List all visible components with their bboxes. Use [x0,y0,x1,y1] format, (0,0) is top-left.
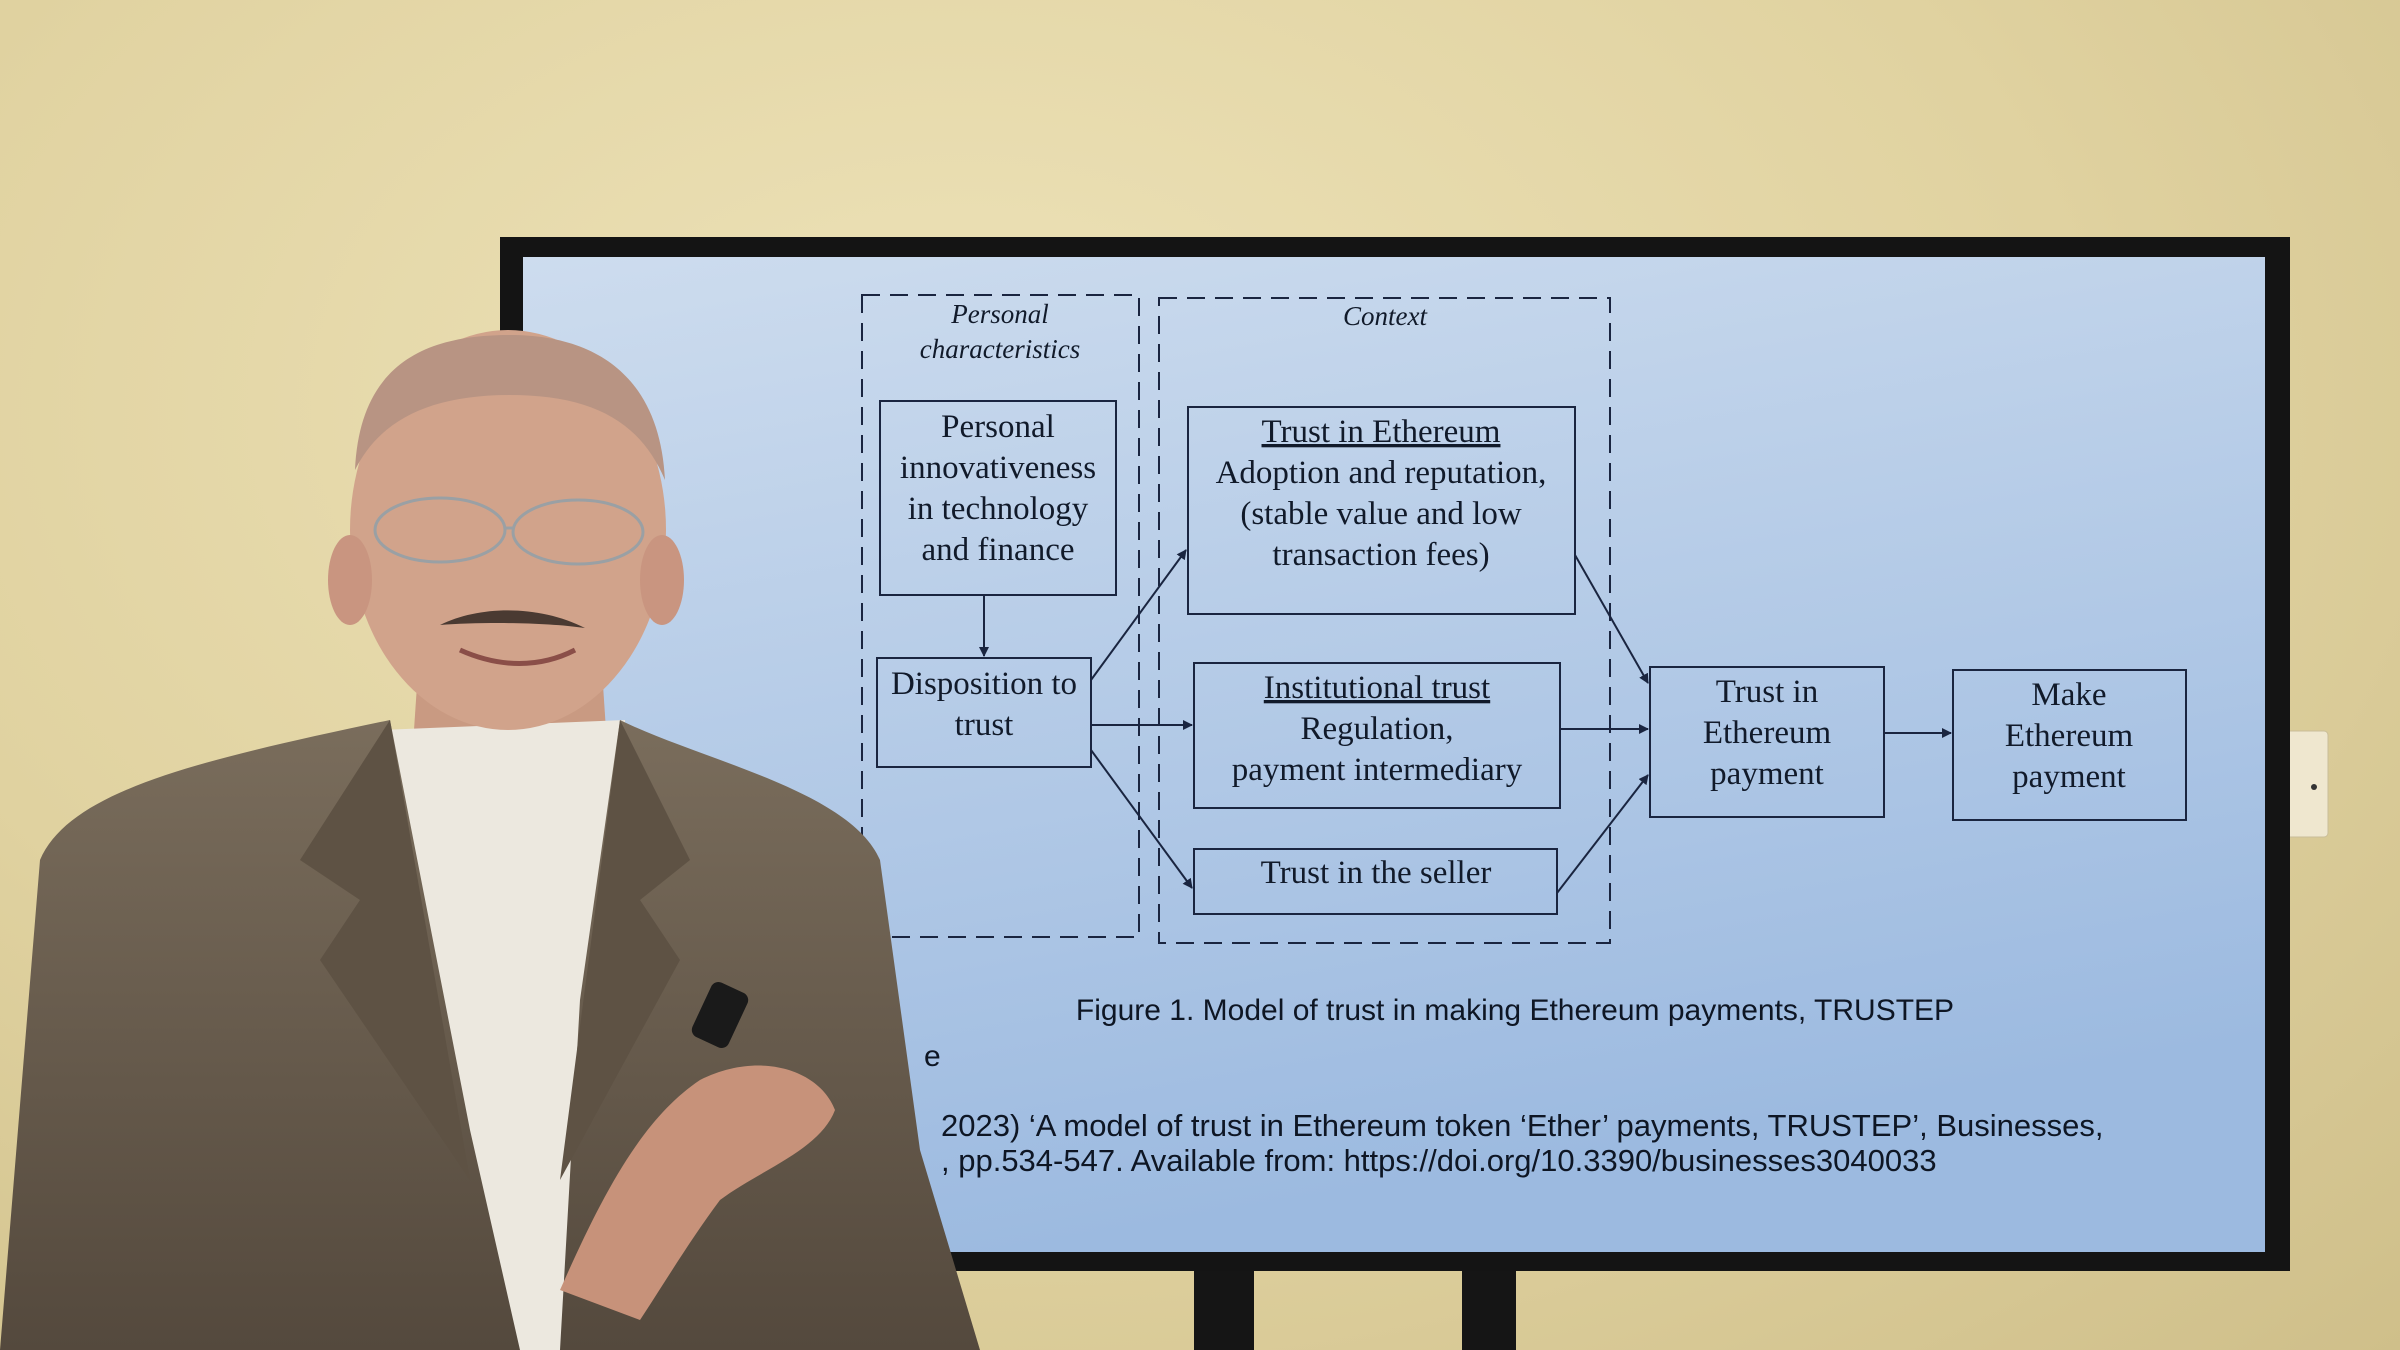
box-trust-payment [1649,666,1885,818]
ear-right [640,535,684,625]
lapel-right [560,720,690,1180]
presenter [0,330,980,1350]
head [350,330,666,730]
mustache [440,610,585,628]
stand-leg-left [1194,1260,1254,1350]
box-innovativeness [879,400,1117,596]
institutional-title: Institutional trust [1264,670,1490,706]
scalp [355,335,665,480]
innovativeness-text: and finance [922,532,1075,568]
partial-text: e [924,1040,941,1073]
arrow-ethereum-payment [1574,554,1649,684]
trust-payment-text: Trust in [1716,674,1818,710]
hand [560,1065,835,1320]
innovativeness-text: innovativeness [900,450,1096,486]
box-institutional [1193,662,1561,809]
group-label-personal: characteristics [920,334,1080,364]
trust-ethereum-text: transaction fees) [1272,537,1489,573]
disposition-text: Disposition to [891,666,1077,702]
ear-left [328,535,372,625]
group-label-context: Context [1343,301,1428,331]
arrow-disposition-ethereum [1090,549,1187,681]
institutional-text: payment intermediary [1232,752,1523,788]
make-payment-text: payment [2012,759,2126,795]
make-payment-text: Ethereum [2005,718,2134,754]
citation-line-2: , pp.534-547. Available from: https://do… [941,1143,1937,1178]
figure-caption: Figure 1. Model of trust in making Ether… [1076,994,1954,1027]
presentation-clicker [691,981,749,1049]
make-payment-text: Make [2031,677,2106,713]
mouth [458,647,577,666]
box-make-payment [1952,669,2187,821]
citation-line-1: 2023) ‘A model of trust in Ethereum toke… [941,1108,2103,1143]
box-disposition [876,657,1092,768]
trust-diagram [861,294,2187,944]
lapel-left [300,720,470,1180]
trust-payment-text: Ethereum [1703,715,1832,751]
trust-ethereum-text: (stable value and low [1240,496,1521,532]
glasses-icon [373,496,645,566]
disposition-text: trust [955,707,1014,743]
trust-ethereum-text: Adoption and reputation, [1216,455,1547,491]
arrow-disposition-seller [1090,749,1193,889]
arrow-seller-payment [1556,774,1649,894]
box-seller [1193,848,1558,915]
stand-leg-right [1462,1260,1516,1350]
trust-payment-text: payment [1710,756,1824,792]
box-trust-ethereum [1187,406,1576,615]
seller-text: Trust in the seller [1261,855,1492,891]
group-label-personal: Personal [950,299,1049,329]
innovativeness-text: Personal [941,409,1055,445]
institutional-text: Regulation, [1300,711,1453,747]
trust-ethereum-title: Trust in Ethereum [1262,414,1501,450]
innovativeness-text: in technology [908,491,1089,527]
group-context [1158,297,1611,944]
